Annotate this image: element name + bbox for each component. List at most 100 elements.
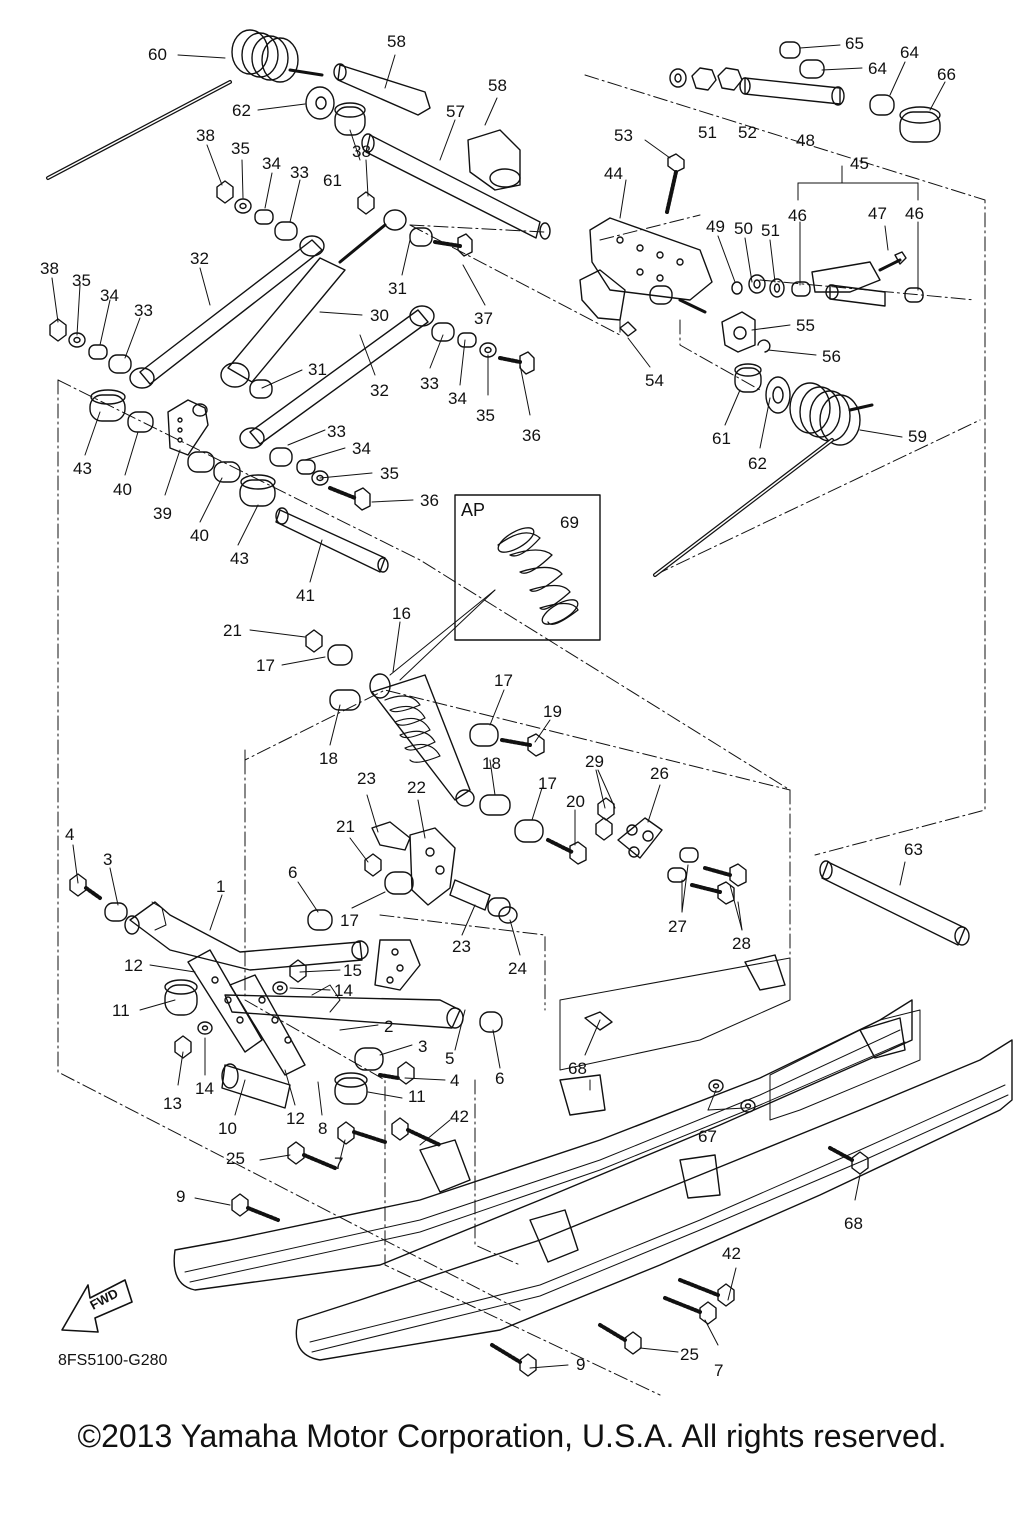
callout: 57 bbox=[446, 102, 465, 121]
callout: 17 bbox=[538, 774, 557, 793]
callout: 34 bbox=[448, 389, 467, 408]
callout: 15 bbox=[343, 961, 362, 980]
callout: 60 bbox=[148, 45, 167, 64]
callout: 36 bbox=[420, 491, 439, 510]
callout: 2 bbox=[384, 1017, 394, 1036]
bushing-spring-right bbox=[653, 363, 874, 577]
bolt-53 bbox=[665, 153, 685, 214]
callout: 68 bbox=[844, 1214, 863, 1233]
callout: 40 bbox=[190, 526, 209, 545]
callout: 17 bbox=[494, 671, 513, 690]
callout: 43 bbox=[73, 459, 92, 478]
side-plates-12 bbox=[187, 949, 306, 1076]
callout: 32 bbox=[190, 249, 209, 268]
callout: 1 bbox=[216, 877, 226, 896]
callout: 43 bbox=[230, 549, 249, 568]
shaft-63 bbox=[819, 860, 970, 946]
callout: 46 bbox=[905, 204, 924, 223]
callout: 6 bbox=[495, 1069, 505, 1088]
callout: 45 bbox=[850, 154, 869, 173]
callout: 34 bbox=[262, 154, 281, 173]
callout: 16 bbox=[392, 604, 411, 623]
assembly-guide-lines bbox=[57, 74, 986, 1396]
callout: 62 bbox=[232, 101, 251, 120]
sleeve-58-right bbox=[467, 129, 521, 191]
callout: 48 bbox=[796, 131, 815, 150]
callout: 17 bbox=[340, 911, 359, 930]
collars-front bbox=[69, 873, 503, 1222]
callout: 44 bbox=[604, 164, 623, 183]
callout: 17 bbox=[256, 656, 275, 675]
callout: 64 bbox=[900, 43, 919, 62]
washer-62-left bbox=[305, 86, 335, 120]
callout: 52 bbox=[738, 123, 757, 142]
callout: 40 bbox=[113, 480, 132, 499]
bracket-15-14 bbox=[272, 939, 421, 995]
callout: 35 bbox=[72, 271, 91, 290]
callout: 29 bbox=[585, 752, 604, 771]
callout: 47 bbox=[868, 204, 887, 223]
callout: 67 bbox=[698, 1127, 717, 1146]
hardware-top-right bbox=[669, 41, 941, 143]
callout: 59 bbox=[908, 427, 927, 446]
callout: 39 bbox=[153, 504, 172, 523]
callout: 19 bbox=[543, 702, 562, 721]
callout: 6 bbox=[288, 863, 298, 882]
rear-shock-16 bbox=[369, 673, 475, 807]
callout: 30 bbox=[370, 306, 389, 325]
callout: 4 bbox=[450, 1071, 460, 1090]
callout: 4 bbox=[65, 825, 75, 844]
slide-rail-right bbox=[295, 1009, 1013, 1361]
callout: 51 bbox=[698, 123, 717, 142]
torsion-spring-left bbox=[46, 29, 324, 180]
copyright-notice: ©2013 Yamaha Motor Corporation, U.S.A. A… bbox=[77, 1418, 947, 1454]
shaft-41 bbox=[275, 507, 389, 573]
callout: 11 bbox=[408, 1087, 426, 1106]
coil-spring-69 bbox=[497, 527, 579, 625]
link-rod-32-lower bbox=[239, 305, 435, 449]
callout: 53 bbox=[614, 126, 633, 145]
callout: 65 bbox=[845, 34, 864, 53]
callout: 20 bbox=[566, 792, 585, 811]
callout: 37 bbox=[474, 309, 493, 328]
callout: 35 bbox=[380, 464, 399, 483]
callout: 18 bbox=[482, 754, 501, 773]
callout: 5 bbox=[445, 1049, 455, 1068]
callout: 9 bbox=[576, 1355, 586, 1374]
callout: 35 bbox=[476, 406, 495, 425]
inset-ap-box bbox=[389, 494, 601, 681]
callout: 38 bbox=[196, 126, 215, 145]
callout: 10 bbox=[218, 1119, 237, 1138]
callout: 33 bbox=[327, 422, 346, 441]
callout: 36 bbox=[522, 426, 541, 445]
callout: 27 bbox=[668, 917, 687, 936]
callout: 11 bbox=[112, 1001, 130, 1020]
callout: 26 bbox=[650, 764, 669, 783]
callout: 12 bbox=[124, 956, 143, 975]
callout: 64 bbox=[868, 59, 887, 78]
callout: 62 bbox=[748, 454, 767, 473]
callout: 42 bbox=[450, 1107, 469, 1126]
callout: 23 bbox=[452, 937, 471, 956]
shock-30 bbox=[220, 209, 407, 388]
callout: 23 bbox=[357, 769, 376, 788]
callout: 8 bbox=[318, 1119, 328, 1138]
callout: 28 bbox=[732, 934, 751, 953]
inset-ap-label: AP bbox=[461, 500, 486, 520]
callout: 63 bbox=[904, 840, 923, 859]
hardware-top-left bbox=[49, 180, 375, 374]
callout: 42 bbox=[722, 1244, 741, 1263]
link-rod-32-upper bbox=[129, 235, 325, 389]
callout: 58 bbox=[387, 32, 406, 51]
callout: 34 bbox=[352, 439, 371, 458]
callout-leaders bbox=[51, 44, 946, 1369]
front-arm-1-2 bbox=[124, 901, 464, 1029]
callout: 55 bbox=[796, 316, 815, 335]
fwd-arrow-icon: FWD bbox=[61, 1279, 133, 1333]
callout: 56 bbox=[822, 347, 841, 366]
shaft-58-57-upper bbox=[333, 63, 551, 240]
collars-40-43 bbox=[89, 389, 276, 507]
slide-rail-left bbox=[173, 954, 913, 1291]
callout: 58 bbox=[488, 76, 507, 95]
